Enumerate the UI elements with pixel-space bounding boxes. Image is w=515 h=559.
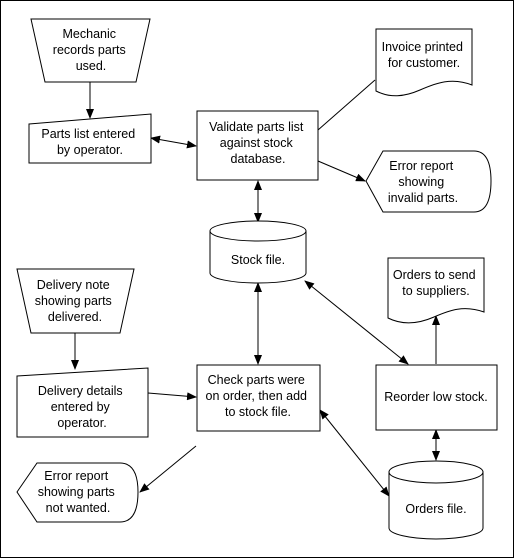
display-shape	[365, 150, 492, 213]
node-stock-file: Stock file.	[209, 220, 307, 284]
node-line: database.	[231, 152, 286, 166]
node-line: delivered.	[48, 310, 102, 324]
node-line: used.	[76, 59, 107, 73]
node-line: invalid parts.	[388, 191, 458, 205]
svg-text:Delivery details entered: Delivery details entered by operator.	[38, 384, 126, 430]
manual-operation-shape	[16, 367, 149, 438]
node-line: Delivery details	[38, 384, 123, 398]
node-parts-entered: Parts list entered by operator.	[28, 113, 152, 164]
node-line: against stock	[220, 136, 294, 150]
cylinder-top	[388, 460, 484, 484]
node-line: showing parts	[38, 485, 115, 499]
node-orders-to-send: Orders to send to suppliers.	[387, 257, 485, 324]
svg-text:Validate parts list agai: Validate parts list against stock databa…	[209, 120, 307, 166]
svg-text:Orders file.: Orders file.	[405, 502, 466, 516]
svg-text:Mechanic records parts: Mechanic records parts used.	[53, 27, 129, 73]
node-line: Stock file.	[231, 253, 285, 267]
node-line: showing parts	[35, 294, 112, 308]
node-line: by operator.	[57, 143, 123, 157]
manual-input-shape	[30, 18, 151, 83]
svg-text:Error report showing par: Error report showing parts not wanted.	[38, 469, 119, 515]
connector-check-orders-file	[319, 409, 390, 497]
node-line: Reorder low stock.	[384, 390, 488, 404]
node-orders-file: Orders file.	[388, 460, 484, 540]
node-line: Error report	[44, 469, 108, 483]
node-line: Error report	[389, 159, 453, 173]
connector-validate-error-invalid	[317, 160, 366, 182]
cylinder-top	[209, 220, 307, 242]
node-line: entered by	[51, 400, 111, 414]
node-line: Check parts were	[208, 373, 305, 387]
node-line: Orders to send	[393, 268, 476, 282]
svg-text:Parts list entered by op: Parts list entered by operator.	[41, 127, 138, 157]
document-shape	[375, 28, 473, 97]
node-delivery-note: Delivery note showing parts delivered.	[16, 268, 135, 334]
process-shape	[375, 364, 498, 431]
node-line: to stock file.	[225, 405, 291, 419]
connectors	[71, 79, 440, 497]
node-line: Delivery note	[37, 278, 110, 292]
svg-text:Reorder low stock.: Reorder low stock.	[384, 390, 488, 404]
process-shape	[196, 110, 319, 181]
connector-delivery-details-to-check	[147, 392, 197, 401]
node-line: Invoice printed	[382, 40, 463, 54]
manual-operation-shape	[28, 113, 152, 164]
connector-check-to-error-not-wanted	[139, 445, 197, 493]
svg-text:Delivery note showing pa: Delivery note showing parts delivered.	[35, 278, 116, 324]
connector-stock-file-reorder	[304, 280, 409, 365]
svg-text:Check parts were on orde: Check parts were on order, then add to s…	[206, 373, 311, 419]
node-delivery-details: Delivery details entered by operator.	[16, 367, 149, 438]
cylinder-shape	[388, 472, 484, 540]
node-line: records parts	[53, 43, 126, 57]
node-line: Orders file.	[405, 502, 466, 516]
node-line: Validate parts list	[209, 120, 304, 134]
node-invoice: Invoice printed for customer.	[375, 28, 473, 97]
connector-parts-entered-validate	[150, 135, 197, 149]
node-check-parts: Check parts were on order, then add to s…	[196, 364, 321, 432]
node-line: Parts list entered	[41, 127, 135, 141]
node-reorder: Reorder low stock.	[375, 364, 498, 431]
node-validate: Validate parts list against stock databa…	[196, 110, 319, 181]
node-line: on order, then add	[206, 389, 308, 403]
node-line: showing	[398, 175, 444, 189]
node-line: operator.	[57, 416, 106, 430]
document-shape	[387, 257, 485, 324]
svg-text:Error report showing: Error report showing invalid parts.	[388, 159, 458, 205]
manual-input-shape	[16, 268, 135, 334]
node-line: for customer.	[388, 56, 460, 70]
svg-text:Orders to send to suppli: Orders to send to suppliers.	[393, 268, 479, 298]
svg-text:Stock file.: Stock file.	[231, 253, 285, 267]
node-error-invalid: Error report showing invalid parts.	[365, 150, 492, 213]
connector-validate-invoice	[317, 79, 376, 131]
node-line: not wanted.	[46, 501, 111, 515]
node-line: Mechanic	[63, 27, 117, 41]
node-mechanic: Mechanic records parts used.	[30, 18, 151, 83]
node-error-not-wanted: Error report showing parts not wanted.	[16, 462, 139, 523]
process-shape	[196, 364, 321, 432]
display-shape	[16, 462, 139, 523]
cylinder-shape	[209, 231, 307, 284]
node-line: to suppliers.	[402, 284, 469, 298]
svg-text:Invoice printed for cust: Invoice printed for customer.	[382, 40, 467, 70]
